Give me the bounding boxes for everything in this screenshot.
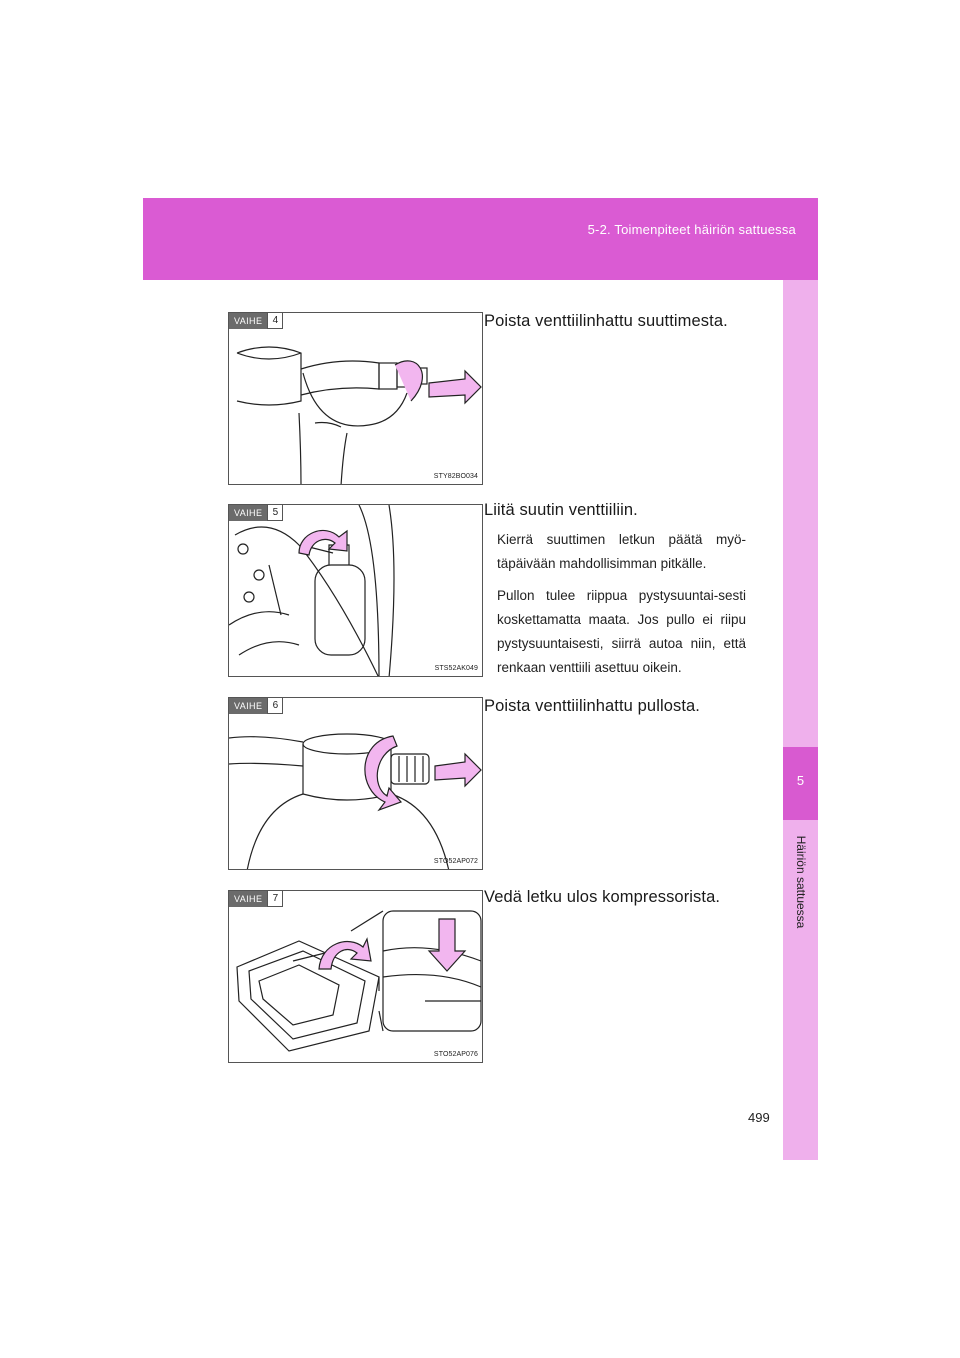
step-badge-number: 6 [267,698,284,714]
step-badge-label: VAIHE [229,891,268,907]
figure-code: STY82BO034 [433,473,478,480]
step-5-paragraph-2: Pullon tulee riippua pystysuuntai-sesti … [497,588,746,675]
figure-code: STO52AP072 [433,858,478,865]
step-badge: VAIHE 5 [229,505,284,521]
section-header: 5-2. Toimenpiteet häiriön sattuessa [143,198,818,280]
step-5-heading: Liitä suutin venttiiliin. [484,501,638,519]
step-badge-label: VAIHE [229,698,268,714]
step-badge-number: 4 [267,313,284,329]
chapter-number-block: 5 [783,747,818,820]
page-number: 499 [748,1110,770,1125]
step-5-paragraph-1: Kierrä suuttimen letkun päätä myö-täpäiv… [497,532,746,571]
compressor-hose-illustration [236,910,482,1052]
chapter-label: Häiriön sattuessa [783,822,818,942]
chapter-label-text: Häiriön sattuessa [793,835,808,929]
figure-step-7: VAIHE 7 STO52AP076 [228,890,483,1063]
step-badge-label: VAIHE [229,505,268,521]
chapter-side-tab [783,280,818,1160]
nozzle-cap-illustration [236,346,482,484]
chapter-number: 5 [796,773,805,788]
figure-step-6: VAIHE 6 STO52AP072 [228,697,483,870]
step-badge: VAIHE 4 [229,313,284,329]
figure-code: STO52AP076 [433,1051,478,1058]
section-title: 5-2. Toimenpiteet häiriön sattuessa [587,222,796,237]
figure-code: STS52AK049 [434,665,478,672]
step-4-heading: Poista venttiilinhattu suuttimesta. [484,312,728,330]
step-badge-number: 5 [267,505,284,521]
step-badge-label: VAIHE [229,313,268,329]
figure-step-5: VAIHE 5 STS52AK049 [228,504,483,677]
step-badge: VAIHE 6 [229,698,284,714]
figure-step-4: VAIHE 4 STY82BO034 [228,312,483,485]
step-7-heading: Vedä letku ulos kompressorista. [484,888,721,906]
bottle-cap-illustration [229,733,482,869]
step-badge-number: 7 [267,891,284,907]
step-6-heading: Poista venttiilinhattu pullosta. [484,697,700,715]
step-badge: VAIHE 7 [229,891,284,907]
connect-nozzle-illustration [229,505,395,676]
